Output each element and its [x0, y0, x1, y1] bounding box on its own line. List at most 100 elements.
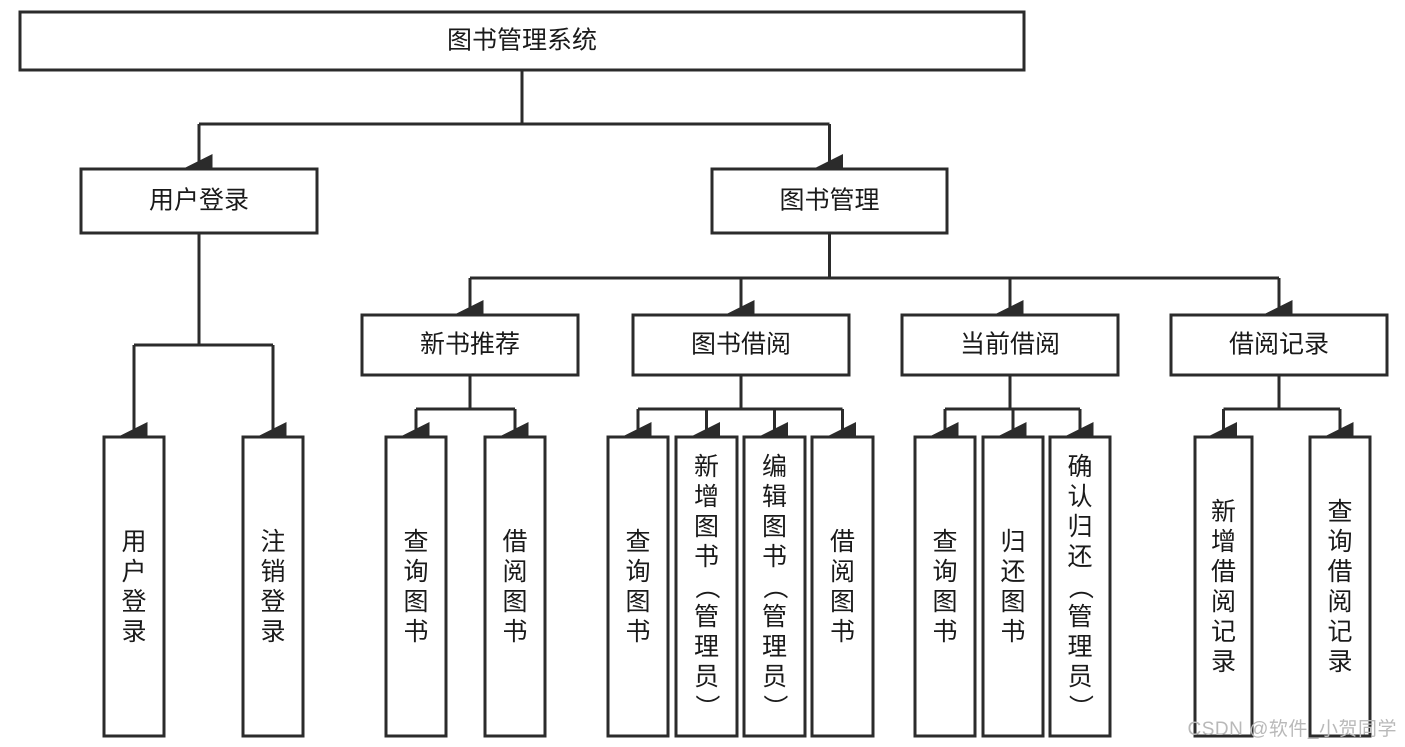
node-label-borrow-record: 借阅记录: [1229, 331, 1329, 359]
node-label-char: 借: [1327, 558, 1352, 586]
node-label-char: 图: [932, 588, 957, 616]
node-label-char: 阅: [1327, 588, 1352, 616]
edge-group-book-manage: [456, 233, 1293, 327]
node-borrow-record[interactable]: 借阅记录: [1169, 313, 1389, 377]
node-label-char: 管: [1067, 603, 1092, 631]
edge-group-user-login: [120, 233, 287, 449]
node-box-leaf-borrow-query[interactable]: [606, 435, 670, 738]
node-leaf-user-login[interactable]: 用户登录: [102, 435, 166, 738]
node-current-borrow[interactable]: 当前借阅: [900, 313, 1120, 377]
node-label-char: 借: [1211, 558, 1236, 586]
node-label-char: 辑: [762, 483, 787, 511]
node-box-book-manage[interactable]: [710, 167, 949, 235]
node-label-char: 员: [762, 663, 787, 691]
node-box-leaf-logout[interactable]: [241, 435, 305, 738]
node-box-leaf-cur-query[interactable]: [913, 435, 977, 738]
node-label-char: 查: [625, 528, 650, 556]
node-label-char: 记: [1211, 618, 1236, 646]
node-label-char: 记: [1327, 618, 1352, 646]
node-label-char: 增: [1211, 528, 1236, 556]
edge-group-current-borrow: [931, 375, 1094, 449]
node-box-leaf-user-login[interactable]: [102, 435, 166, 738]
node-box-leaf-cur-return[interactable]: [981, 435, 1045, 738]
node-box-leaf-borrow-do[interactable]: [810, 435, 875, 738]
node-label-char: 登: [121, 588, 146, 616]
node-label-char: 登: [260, 588, 285, 616]
node-box-leaf-rec-search[interactable]: [1308, 435, 1372, 738]
node-box-current-borrow[interactable]: [900, 313, 1120, 377]
node-box-new-book-rec[interactable]: [360, 313, 580, 377]
edge-group-book-borrow: [624, 375, 856, 449]
node-label-char: ）: [693, 694, 721, 719]
node-label-char: 书: [1000, 618, 1025, 646]
node-box-leaf-cur-confirm[interactable]: [1048, 435, 1112, 738]
node-box-leaf-rec-borrow[interactable]: [483, 435, 547, 738]
node-box-root[interactable]: [18, 10, 1026, 72]
edge-group-borrow-record: [1210, 375, 1354, 449]
node-label-char: 图: [403, 588, 428, 616]
node-label-char: 用: [121, 528, 146, 556]
node-label-char: 图: [625, 588, 650, 616]
node-box-leaf-borrow-add[interactable]: [674, 435, 739, 738]
node-label-root: 图书管理系统: [447, 27, 597, 55]
node-box-leaf-rec-query[interactable]: [384, 435, 448, 738]
node-label-char: 录: [1327, 648, 1352, 676]
edge-group-new-book-rec: [402, 375, 529, 449]
node-label-char: 理: [762, 633, 787, 661]
node-box-leaf-borrow-edit[interactable]: [742, 435, 807, 738]
node-label-char: 书: [403, 618, 428, 646]
node-label-char: 借: [830, 528, 855, 556]
node-label-char: 书: [625, 618, 650, 646]
node-label-char: 书: [762, 543, 787, 571]
node-label-char: 认: [1067, 483, 1092, 511]
node-label-char: （: [761, 574, 789, 599]
node-label-char: 录: [260, 618, 285, 646]
node-label-char: 增: [694, 483, 719, 511]
node-label-char: 查: [932, 528, 957, 556]
node-label-char: 理: [1067, 633, 1092, 661]
node-root[interactable]: 图书管理系统: [18, 10, 1026, 72]
node-label-char: 户: [121, 558, 146, 586]
node-label-char: 管: [694, 603, 719, 631]
node-box-book-borrow[interactable]: [631, 313, 851, 377]
node-label-char: 借: [502, 528, 527, 556]
node-label-user-login: 用户登录: [149, 187, 249, 215]
node-label-char: 员: [694, 663, 719, 691]
node-label-char: 还: [1067, 543, 1092, 571]
node-label-char: 阅: [502, 558, 527, 586]
node-label-char: （: [1066, 574, 1094, 599]
node-box-borrow-record[interactable]: [1169, 313, 1389, 377]
node-label-char: 还: [1000, 558, 1025, 586]
node-box-user-login[interactable]: [79, 167, 319, 235]
node-label-char: 图: [762, 513, 787, 541]
node-label-char: 录: [1211, 648, 1236, 676]
node-label-char: 销: [260, 558, 285, 586]
node-label-book-borrow: 图书借阅: [691, 331, 791, 359]
node-label-char: 图: [1000, 588, 1025, 616]
node-user-login[interactable]: 用户登录: [79, 167, 319, 235]
node-box-leaf-rec-add[interactable]: [1193, 435, 1254, 738]
node-layer: 图书管理系统用户登录图书管理新书推荐图书借阅当前借阅借阅记录用户登录注销登录查询…: [18, 10, 1389, 738]
node-book-manage[interactable]: 图书管理: [710, 167, 949, 235]
node-label-char: 书: [502, 618, 527, 646]
node-label-char: 询: [625, 558, 650, 586]
edge-group-root: [185, 70, 843, 181]
node-new-book-rec[interactable]: 新书推荐: [360, 313, 580, 377]
node-label-char: 书: [694, 543, 719, 571]
node-label-char: 询: [1327, 528, 1352, 556]
node-book-borrow[interactable]: 图书借阅: [631, 313, 851, 377]
